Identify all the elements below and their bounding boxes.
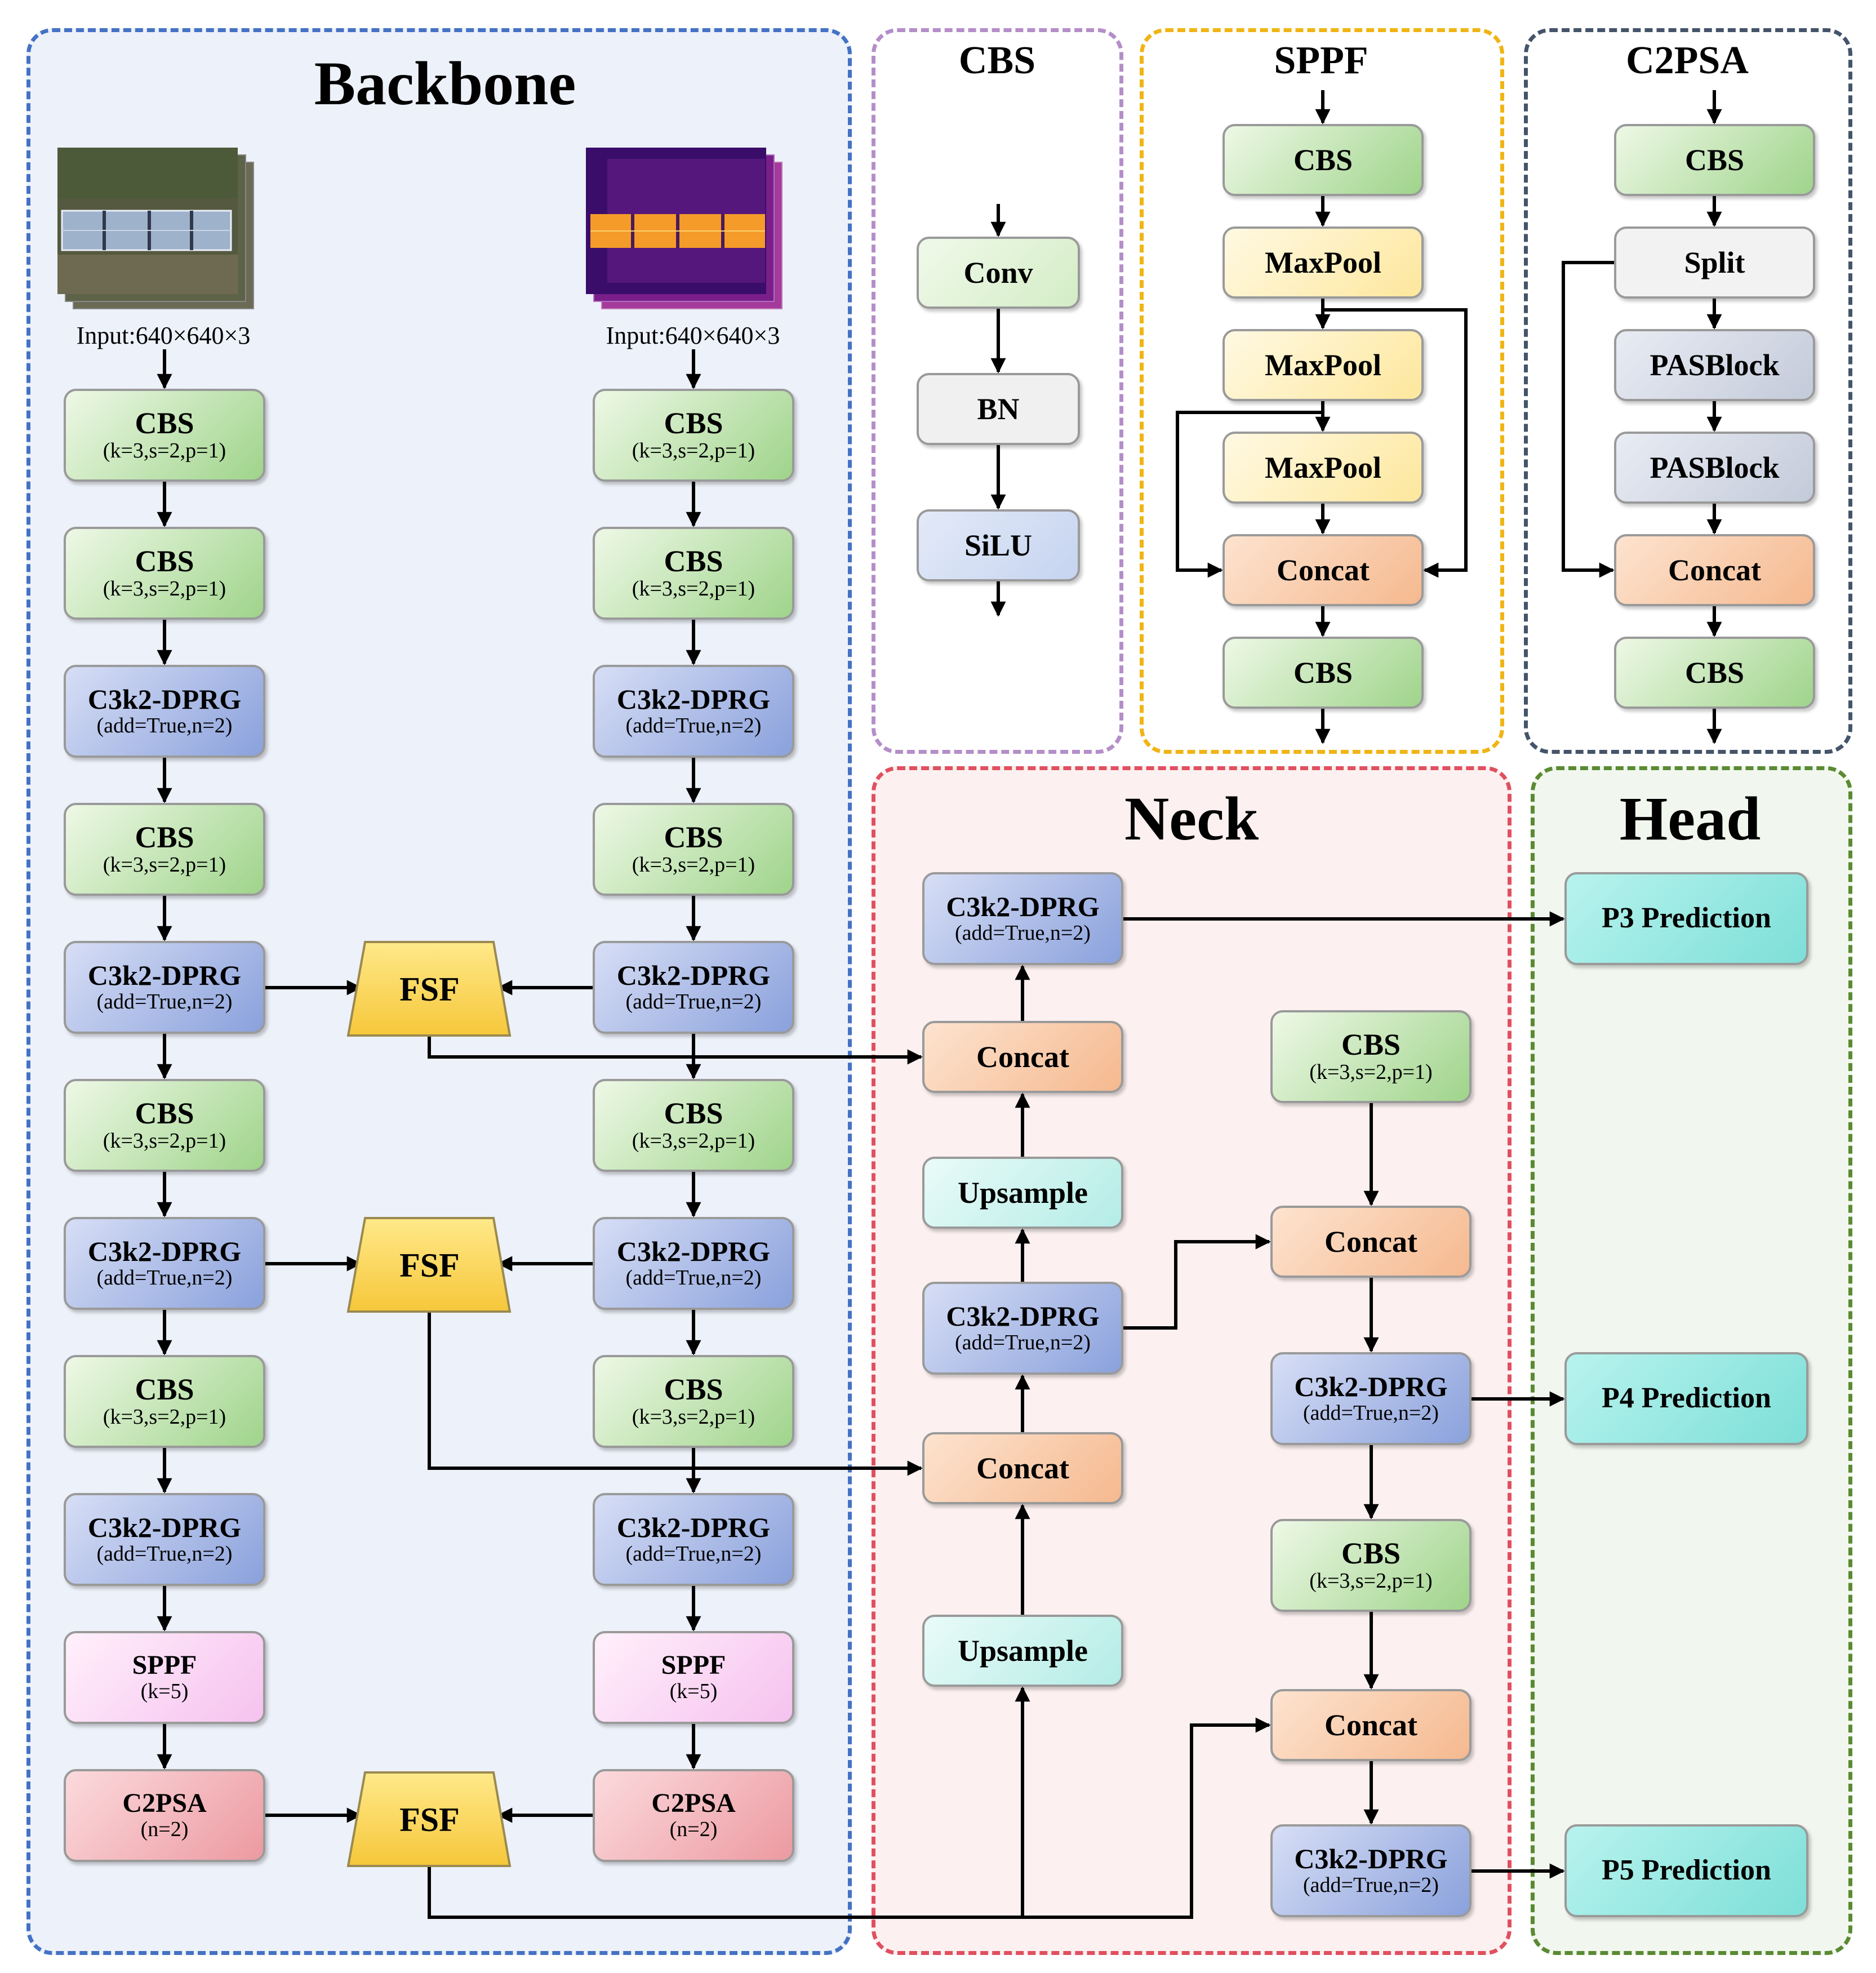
backbone-right-cbs-5: CBS(k=3,s=2,p=1) <box>593 1355 794 1448</box>
neck-cbs-top: CBS(k=3,s=2,p=1) <box>1270 1010 1472 1103</box>
fsf-block-2 <box>346 1217 512 1313</box>
c2psa-block-title: C2PSA <box>1626 39 1749 82</box>
thermal-input-image <box>586 148 783 309</box>
backbone-title: Backbone <box>314 49 576 118</box>
fsf-label-2: FSF <box>399 1247 460 1284</box>
backbone-right-c3k2-1: C3k2-DPRG(add=True,n=2) <box>593 665 794 758</box>
sppf-block-maxpool-3: MaxPool <box>1222 432 1424 504</box>
fsf-block-3 <box>346 1771 512 1867</box>
c2psa-block-split: Split <box>1614 226 1815 299</box>
neck-cbs-bottom: CBS(k=3,s=2,p=1) <box>1270 1519 1472 1612</box>
cbs-block-silu: SiLU <box>917 509 1080 581</box>
backbone-right-c3k2-2: C3k2-DPRG(add=True,n=2) <box>593 941 794 1034</box>
c2psa-block-concat: Concat <box>1614 534 1815 606</box>
backbone-left-cbs-1: CBS(k=3,s=2,p=1) <box>64 389 265 482</box>
head-title: Head <box>1619 784 1761 853</box>
backbone-right-sppf: SPPF(k=5) <box>593 1631 794 1724</box>
backbone-left-cbs-4: CBS(k=3,s=2,p=1) <box>64 1079 265 1172</box>
neck-c3k2-top: C3k2-DPRG(add=True,n=2) <box>922 872 1123 965</box>
sppf-block-cbs-out: CBS <box>1222 637 1424 709</box>
neck-upsample-bottom: Upsample <box>922 1615 1123 1687</box>
sppf-block-maxpool-1: MaxPool <box>1222 226 1424 299</box>
backbone-right-c2psa: C2PSA(n=2) <box>593 1769 794 1862</box>
head-p5-prediction: P5 Prediction <box>1564 1824 1808 1917</box>
backbone-right-c3k2-3: C3k2-DPRG(add=True,n=2) <box>593 1217 794 1310</box>
backbone-left-cbs-5: CBS(k=3,s=2,p=1) <box>64 1355 265 1448</box>
fsf-label-3: FSF <box>399 1801 460 1838</box>
backbone-left-cbs-3: CBS(k=3,s=2,p=1) <box>64 803 265 896</box>
cbs-block-conv: Conv <box>917 237 1080 309</box>
backbone-left-c3k2-1: C3k2-DPRG(add=True,n=2) <box>64 665 265 758</box>
sppf-block-maxpool-2: MaxPool <box>1222 329 1424 401</box>
neck-c3k2-right-bottom: C3k2-DPRG(add=True,n=2) <box>1270 1824 1472 1917</box>
backbone-right-c3k2-4: C3k2-DPRG(add=True,n=2) <box>593 1493 794 1586</box>
backbone-left-cbs-2: CBS(k=3,s=2,p=1) <box>64 527 265 620</box>
backbone-left-c3k2-2: C3k2-DPRG(add=True,n=2) <box>64 941 265 1034</box>
thermal-input-label: Input:640×640×3 <box>606 322 780 349</box>
neck-concat-mid: Concat <box>922 1432 1123 1504</box>
sppf-block-title: SPPF <box>1274 39 1368 82</box>
sppf-block-concat: Concat <box>1222 534 1424 606</box>
backbone-right-cbs-4: CBS(k=3,s=2,p=1) <box>593 1079 794 1172</box>
neck-concat-right-bottom: Concat <box>1270 1689 1472 1761</box>
backbone-left-sppf: SPPF(k=5) <box>64 1631 265 1724</box>
rgb-input-label: Input:640×640×3 <box>76 322 251 349</box>
cbs-block-title: CBS <box>958 39 1036 82</box>
c2psa-block-cbs-out: CBS <box>1614 637 1815 709</box>
neck-c3k2-mid: C3k2-DPRG(add=True,n=2) <box>922 1282 1123 1375</box>
backbone-right-cbs-1: CBS(k=3,s=2,p=1) <box>593 389 794 482</box>
head-p4-prediction: P4 Prediction <box>1564 1352 1808 1445</box>
head-p3-prediction: P3 Prediction <box>1564 872 1808 965</box>
rgb-input-image <box>57 148 254 309</box>
c2psa-block-pasblock-1: PASBlock <box>1614 329 1815 401</box>
c2psa-block-pasblock-2: PASBlock <box>1614 432 1815 504</box>
fsf-label-1: FSF <box>399 971 460 1008</box>
neck-concat-right-top: Concat <box>1270 1206 1472 1278</box>
backbone-right-cbs-2: CBS(k=3,s=2,p=1) <box>593 527 794 620</box>
fsf-block-1 <box>346 941 512 1037</box>
backbone-left-c3k2-4: C3k2-DPRG(add=True,n=2) <box>64 1493 265 1586</box>
backbone-left-c3k2-3: C3k2-DPRG(add=True,n=2) <box>64 1217 265 1310</box>
cbs-block-bn: BN <box>917 373 1080 445</box>
backbone-right-cbs-3: CBS(k=3,s=2,p=1) <box>593 803 794 896</box>
neck-concat-top: Concat <box>922 1021 1123 1093</box>
neck-title: Neck <box>1124 784 1259 853</box>
neck-upsample-top: Upsample <box>922 1157 1123 1229</box>
backbone-left-c2psa: C2PSA(n=2) <box>64 1769 265 1862</box>
neck-c3k2-right-mid: C3k2-DPRG(add=True,n=2) <box>1270 1352 1472 1445</box>
c2psa-block-cbs-in: CBS <box>1614 124 1815 196</box>
sppf-block-cbs-in: CBS <box>1222 124 1424 196</box>
